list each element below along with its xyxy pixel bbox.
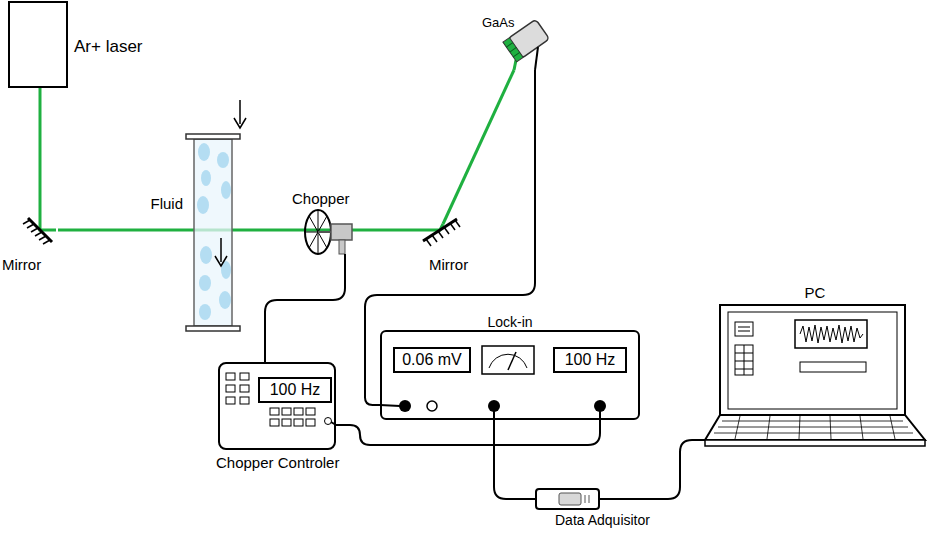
laser-beam xyxy=(360,229,425,232)
part-label: GaAs xyxy=(482,16,515,31)
chopper-controller: Chopper Controler100 Hz xyxy=(218,362,336,450)
display: 0.06 mV xyxy=(393,347,471,373)
cable-stub xyxy=(535,47,538,70)
chopper-wheel xyxy=(305,210,352,254)
fluid-tube-drawing xyxy=(186,100,246,331)
mirror: Mirror xyxy=(2,224,58,274)
display: 100 Hz xyxy=(553,347,627,373)
laser-beam xyxy=(443,70,514,224)
part-label: Data Adquisitor xyxy=(555,512,650,528)
pc-laptop: PC xyxy=(705,305,925,445)
display: 100 Hz xyxy=(258,377,332,403)
display-reading: 100 Hz xyxy=(565,351,616,369)
laser-beam xyxy=(58,229,190,232)
part-label: Fluid xyxy=(150,195,183,212)
part-label: Chopper xyxy=(292,190,350,207)
part-label: Mirror xyxy=(2,256,41,273)
data-acquisitor: Data Adquisitor xyxy=(535,488,600,510)
keypad xyxy=(226,373,332,426)
signal-cable xyxy=(265,254,345,362)
signal-cable xyxy=(494,420,535,499)
laser-beam xyxy=(235,229,292,232)
laser-box: Ar+ laser xyxy=(8,1,68,88)
laptop-drawing xyxy=(705,305,925,446)
lock-in-amplifier: Lock-in0.06 mV100 Hz xyxy=(380,330,640,420)
part-label: Mirror xyxy=(429,256,468,273)
gaas-detector: GaAs xyxy=(478,14,548,70)
fluid-tube: Fluid xyxy=(190,135,235,330)
display-reading: 100 Hz xyxy=(270,381,321,399)
part-label: PC xyxy=(705,284,925,301)
beam-stubs xyxy=(40,60,516,230)
chopper: Chopper xyxy=(292,190,360,254)
part-label: Chopper Controler xyxy=(216,454,339,471)
mirror-symbol xyxy=(423,219,460,246)
mirror: Mirror xyxy=(425,224,487,272)
signal-cable xyxy=(365,70,535,405)
usb-device xyxy=(559,493,589,505)
mirror-symbol xyxy=(23,218,52,244)
signal-cable xyxy=(336,420,600,445)
part-label: Lock-in xyxy=(382,314,638,330)
signal-cable xyxy=(600,440,705,499)
display-reading: 0.06 mV xyxy=(402,351,462,369)
part-label: Ar+ laser xyxy=(74,37,143,57)
laser-beam xyxy=(39,88,42,224)
